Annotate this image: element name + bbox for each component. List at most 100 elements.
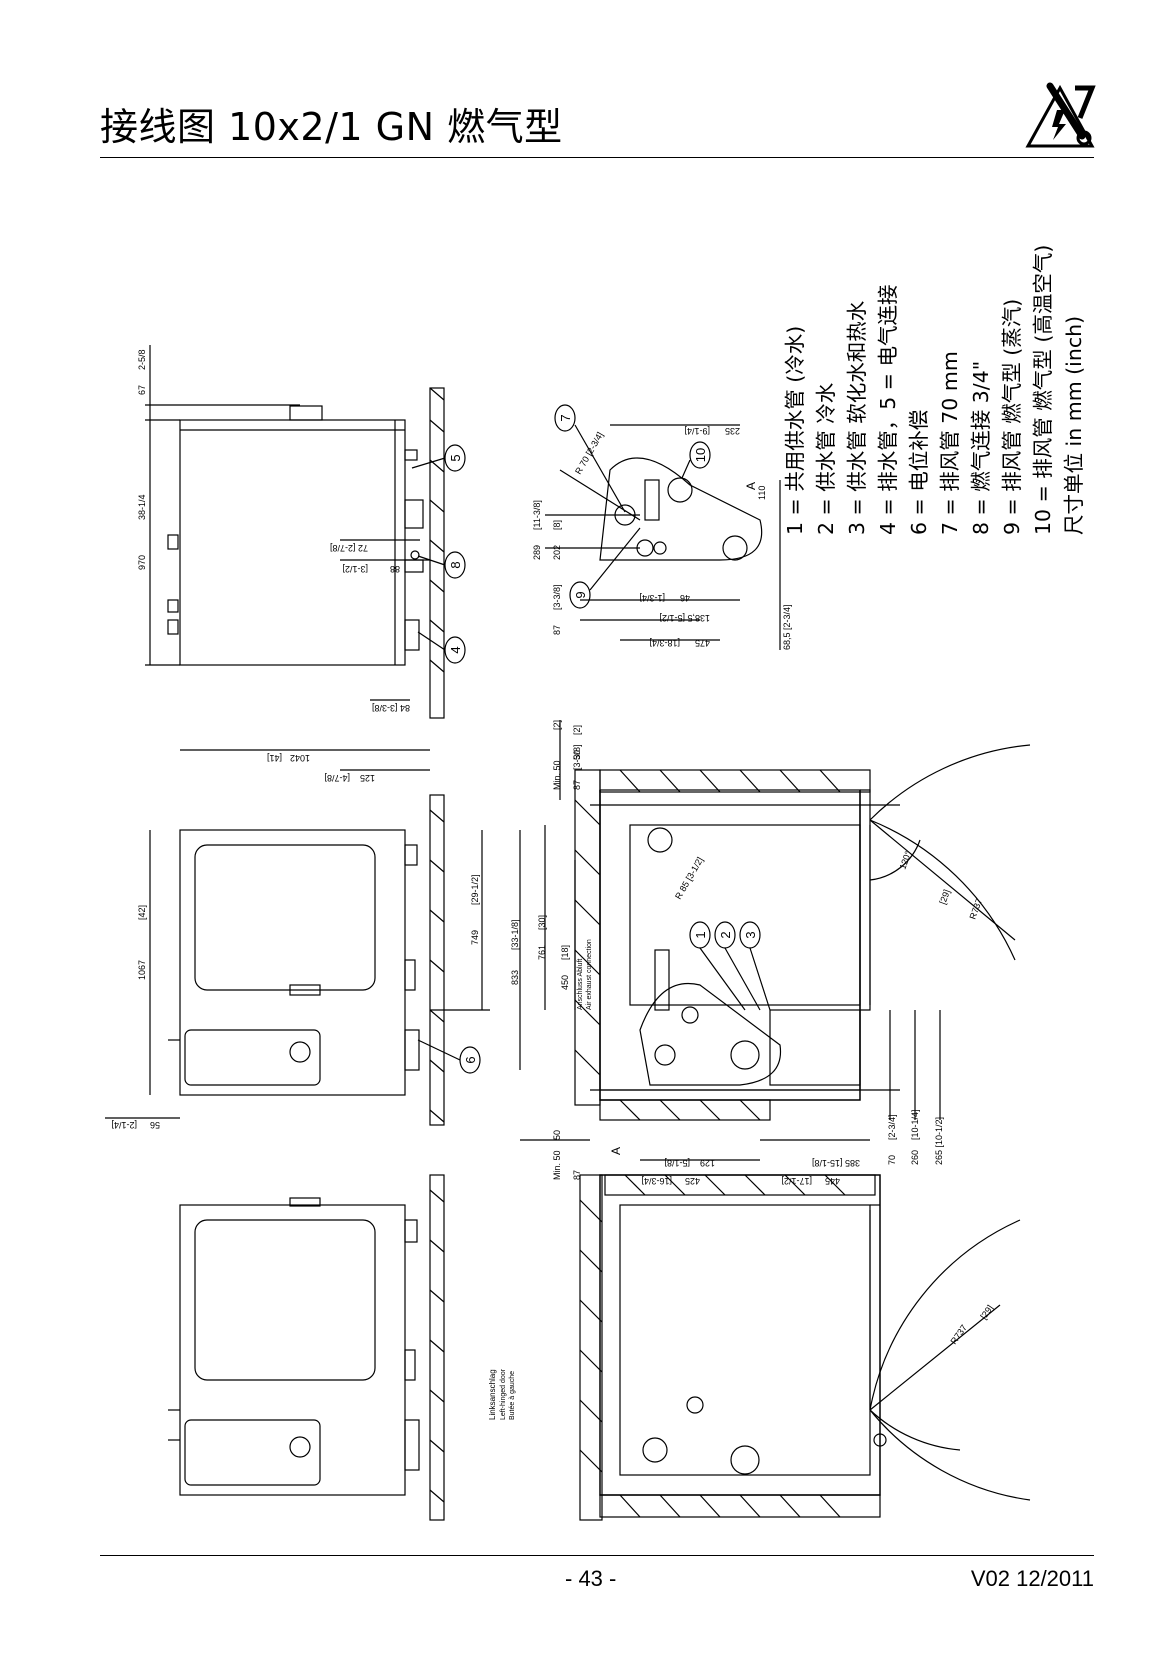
dim-1385: 138,5 [5-1/2]	[659, 613, 710, 623]
dim-1-34: [1-3/4]	[639, 593, 665, 603]
dim-235: 235	[725, 426, 740, 436]
footer-divider	[100, 1555, 1094, 1556]
dim-29-2: [29]	[978, 1303, 995, 1321]
dim-3-12: [3-1/2]	[342, 564, 368, 574]
document-version: V02 12/2011	[970, 1566, 1094, 1591]
dim-46: 46	[680, 593, 690, 603]
dim-87: 87	[552, 625, 562, 635]
dim-min50b: Min. 50	[552, 1150, 562, 1180]
dim-72: 72 [2-7/8]	[330, 543, 368, 553]
warning-tools-icon	[1025, 82, 1096, 148]
dim-970: 970	[137, 555, 147, 570]
legend-item-1: 1 = 共用供水管 (冷水)	[783, 325, 807, 535]
installation-plan-left-hinged	[579, 1174, 1031, 1521]
dim-17-12: [17-1/2]	[781, 1176, 812, 1186]
top-view-detail	[545, 424, 781, 650]
note-left-door-en: Left-hinged door	[500, 1368, 507, 1420]
note-exhaust-de: Anschluss Abluft	[577, 959, 584, 1010]
dim-38-14: 38-1/4	[137, 494, 147, 520]
dim-265: 265 [10-1/2]	[934, 1117, 944, 1165]
installation-plan	[519, 720, 1031, 1161]
dim-2-34: [2-3/4]	[887, 1114, 897, 1140]
dim-18-34: [18-3/4]	[649, 638, 680, 648]
callout-1: 1	[693, 931, 708, 938]
dim-202: 202	[552, 545, 562, 560]
plan-walls	[574, 769, 871, 1121]
dim-685: 68,5 [2-3/4]	[782, 604, 792, 650]
label-a-top: A	[744, 482, 758, 490]
dim-8: [8]	[552, 520, 562, 530]
callout-3: 3	[743, 931, 758, 938]
dim-2: [2]	[552, 720, 562, 730]
dim-749: 749	[470, 930, 480, 945]
callout-8: 8	[448, 561, 463, 568]
dim-29-12: [29-1/2]	[470, 874, 480, 905]
dim-min50: Min. 50	[552, 760, 562, 790]
dim-9-14: [9-1/4]	[684, 426, 710, 436]
dim-30: [30]	[537, 915, 547, 930]
dim-70: 70	[887, 1155, 897, 1165]
page-title: 接线图 10x2/1 GN 燃气型	[100, 105, 563, 149]
legend-item-9: 9 = 排风管 燃气型 (蒸汽)	[1000, 298, 1024, 535]
dim-475: 475	[695, 638, 710, 648]
legend-item-7: 7 = 排风管 70 mm	[938, 351, 962, 535]
dim-260: 260	[910, 1150, 920, 1165]
dim-761: 761	[537, 945, 547, 960]
dim-67: 67	[137, 385, 147, 395]
legend: 1 = 共用供水管 (冷水) 2 = 供水管 冷水 3 = 供水管 软化水和热水…	[780, 195, 1110, 560]
dim-110: 110	[757, 486, 767, 500]
note-left-door-de: Linksanschlag	[488, 1369, 497, 1420]
callout-4: 4	[448, 646, 463, 653]
note-exhaust-en: Air exhaust connection	[586, 939, 593, 1010]
dim-833: 833	[510, 970, 520, 985]
dim-3-38-plan: [3-3/8]	[572, 744, 582, 770]
dim-3-38: [3-3/8]	[552, 584, 562, 610]
dim-r85: R 85 [3-1/2]	[673, 855, 705, 901]
dim-r737: R737	[967, 897, 984, 921]
dim-42: [42]	[137, 905, 147, 920]
legend-item-3: 3 = 供水管 软化水和热水	[845, 300, 869, 535]
dim-125: 125	[360, 773, 375, 783]
dim-1067: 1067	[137, 960, 147, 980]
dim-84: 84 [3-3/8]	[372, 703, 410, 713]
dim-16-34: [16-3/4]	[641, 1176, 672, 1186]
dim-2-58: 2-5/8	[137, 349, 147, 370]
dim-2-14: [2-1/4]	[111, 1120, 137, 1130]
dim-29-plan: [29]	[937, 888, 952, 906]
dim-18-plan: [18]	[560, 945, 570, 960]
legend-item-6: 6 = 电位补偿	[907, 409, 931, 535]
legend-units: 尺寸单位 in mm (inch)	[1062, 315, 1086, 535]
dim-445: 445	[825, 1176, 840, 1186]
header-divider	[100, 157, 1094, 158]
legend-item-10: 10 = 排风管 燃气型 (高温空气)	[1031, 244, 1055, 535]
dim-129: 129	[700, 1158, 715, 1168]
dim-120: 120°	[897, 849, 913, 870]
legend-list: 1 = 共用供水管 (冷水) 2 = 供水管 冷水 3 = 供水管 软化水和热水…	[780, 195, 1090, 535]
dim-50: 50	[572, 750, 582, 760]
front-view	[105, 749, 490, 1126]
label-a-plan: A	[609, 1147, 623, 1155]
dim-2b: [2]	[572, 725, 582, 735]
callout-7: 7	[558, 414, 573, 421]
callout-9: 9	[573, 591, 588, 598]
dim-41: [41]	[267, 753, 282, 763]
page-number: - 43 -	[565, 1566, 617, 1591]
dim-56: 56	[150, 1120, 160, 1130]
dim-289: 289	[532, 545, 542, 560]
dim-1042: 1042	[290, 753, 310, 763]
dim-87b: 87	[572, 1170, 582, 1180]
dim-88: 88	[390, 564, 400, 574]
dim-50b: 50	[552, 1130, 562, 1140]
dim-4-78: [4-7/8]	[324, 773, 350, 783]
dim-425: 425	[685, 1176, 700, 1186]
callout-5: 5	[448, 454, 463, 461]
note-left-door-fr: Butée à gauche	[509, 1371, 516, 1420]
callout-6: 6	[463, 1056, 478, 1063]
callout-10: 10	[693, 448, 708, 462]
legend-item-8: 8 = 燃气连接 3/4"	[969, 360, 993, 535]
dim-r737-2: R737	[948, 1323, 969, 1346]
front-view-left-hinged	[168, 1174, 445, 1521]
dim-11-38: [11-3/8]	[532, 500, 542, 530]
dim-33-18: [33-1/8]	[510, 919, 520, 950]
